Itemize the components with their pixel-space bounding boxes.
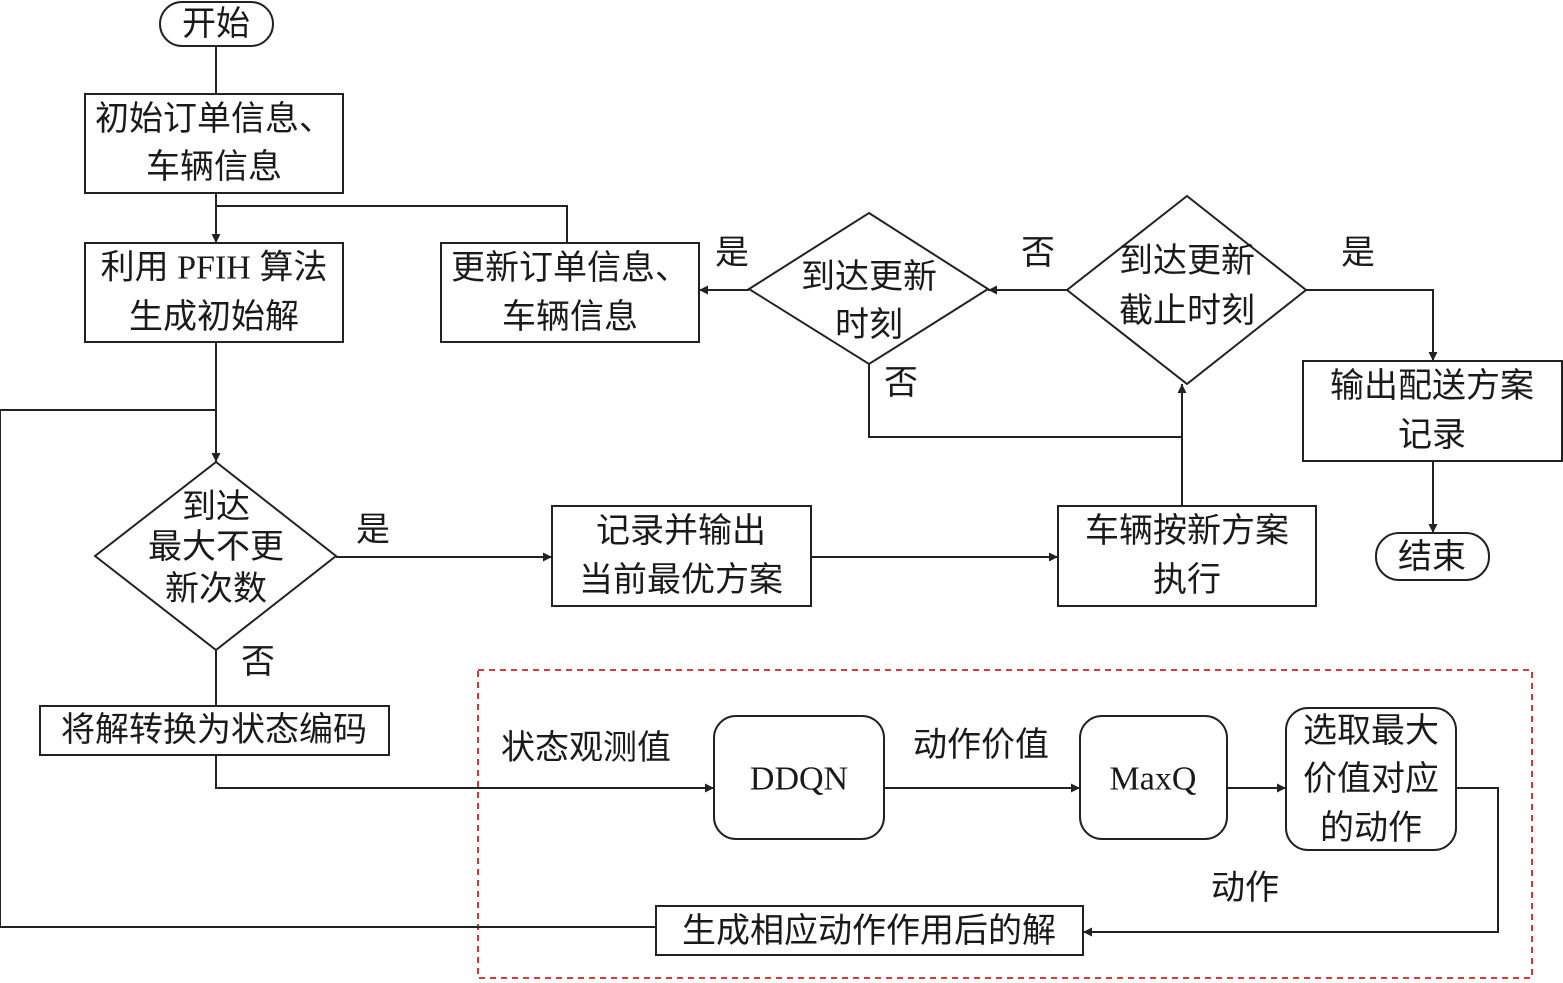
update-info-box: 更新订单信息、 车辆信息 bbox=[440, 242, 700, 343]
record-output-line-2: 当前最优方案 bbox=[579, 560, 783, 600]
update-cutoff-line-1: 到达更新 bbox=[1119, 241, 1255, 281]
update-time-decision: 到达更新 时刻 bbox=[747, 211, 990, 366]
maxq-box: MaxQ bbox=[1079, 715, 1228, 840]
edge-init-to-update-info bbox=[216, 205, 568, 243]
edge-label-yes-update-time: 是 bbox=[715, 233, 749, 273]
record-output-line-1: 记录并输出 bbox=[596, 511, 766, 551]
end-node: 结束 bbox=[1375, 532, 1490, 581]
maxq-label: MaxQ bbox=[1110, 761, 1197, 798]
edge-label-no-update-time: 否 bbox=[884, 363, 918, 403]
connectors bbox=[0, 46, 1499, 937]
vehicle-exec-line-1: 车辆按新方案 bbox=[1085, 511, 1289, 551]
init-info-line-2: 车辆信息 bbox=[146, 147, 282, 187]
start-node: 开始 bbox=[159, 1, 274, 47]
output-record-line-2: 记录 bbox=[1398, 415, 1466, 455]
edge-label-yes-cutoff: 是 bbox=[1341, 233, 1375, 273]
edge-encode-to-ddqn bbox=[215, 755, 714, 793]
update-info-line-1: 更新订单信息、 bbox=[451, 248, 689, 288]
max-no-update-line-2: 最大不更 bbox=[148, 527, 284, 567]
edge-label-no-cutoff: 否 bbox=[1021, 233, 1055, 273]
update-time-line-1: 到达更新 bbox=[801, 257, 937, 297]
pfih-box: 利用 PFIH 算法 生成初始解 bbox=[84, 242, 344, 343]
edge-label-no-max: 否 bbox=[241, 642, 275, 682]
edge-label-state-obs: 状态观测值 bbox=[501, 728, 671, 768]
vehicle-exec-line-2: 执行 bbox=[1153, 560, 1221, 600]
vehicle-exec-box: 车辆按新方案 执行 bbox=[1057, 505, 1317, 607]
init-info-line-1: 初始订单信息、 bbox=[95, 99, 333, 139]
pfih-line-1: 利用 PFIH 算法 bbox=[101, 249, 328, 287]
start-label: 开始 bbox=[182, 4, 250, 44]
init-info-box: 初始订单信息、 车辆信息 bbox=[84, 93, 344, 194]
encode-state-label: 将解转换为状态编码 bbox=[61, 710, 367, 750]
edge-update-time-no bbox=[868, 364, 1182, 438]
update-info-line-2: 车辆信息 bbox=[502, 297, 638, 337]
edge-label-yes-max: 是 bbox=[356, 510, 390, 550]
max-no-update-decision: 到达 最大不更 新次数 bbox=[93, 460, 338, 652]
edge-select-to-generate bbox=[1083, 787, 1499, 937]
edge-solution-feedback-loop bbox=[0, 409, 656, 928]
ddqn-box: DDQN bbox=[713, 715, 885, 840]
record-output-box: 记录并输出 当前最优方案 bbox=[551, 505, 812, 607]
generate-solution-label: 生成相应动作作用后的解 bbox=[682, 911, 1056, 951]
update-time-line-2: 时刻 bbox=[835, 305, 903, 345]
select-action-line-3: 的动作 bbox=[1320, 808, 1422, 848]
select-action-line-2: 价值对应 bbox=[1303, 759, 1439, 799]
edge-labels: 是 否 是 否 是 否 状态观测值 动作价值 动作 bbox=[241, 233, 1375, 908]
edge-label-action: 动作 bbox=[1211, 868, 1279, 908]
encode-state-box: 将解转换为状态编码 bbox=[39, 705, 390, 756]
ddqn-label: DDQN bbox=[750, 761, 848, 798]
output-record-box: 输出配送方案 记录 bbox=[1302, 360, 1563, 462]
update-cutoff-decision: 到达更新 截止时刻 bbox=[1065, 194, 1308, 386]
generate-solution-box: 生成相应动作作用后的解 bbox=[655, 905, 1084, 956]
pfih-line-2: 生成初始解 bbox=[129, 297, 299, 337]
max-no-update-line-1: 到达 bbox=[182, 487, 250, 527]
select-action-box: 选取最大 价值对应 的动作 bbox=[1285, 707, 1457, 851]
end-label: 结束 bbox=[1398, 537, 1466, 577]
max-no-update-line-3: 新次数 bbox=[165, 569, 267, 609]
update-cutoff-line-2: 截止时刻 bbox=[1119, 291, 1255, 331]
select-action-line-1: 选取最大 bbox=[1303, 711, 1439, 751]
edge-label-action-value: 动作价值 bbox=[913, 725, 1049, 765]
edge-cutoff-to-output bbox=[1306, 289, 1438, 361]
output-record-line-1: 输出配送方案 bbox=[1330, 366, 1534, 406]
